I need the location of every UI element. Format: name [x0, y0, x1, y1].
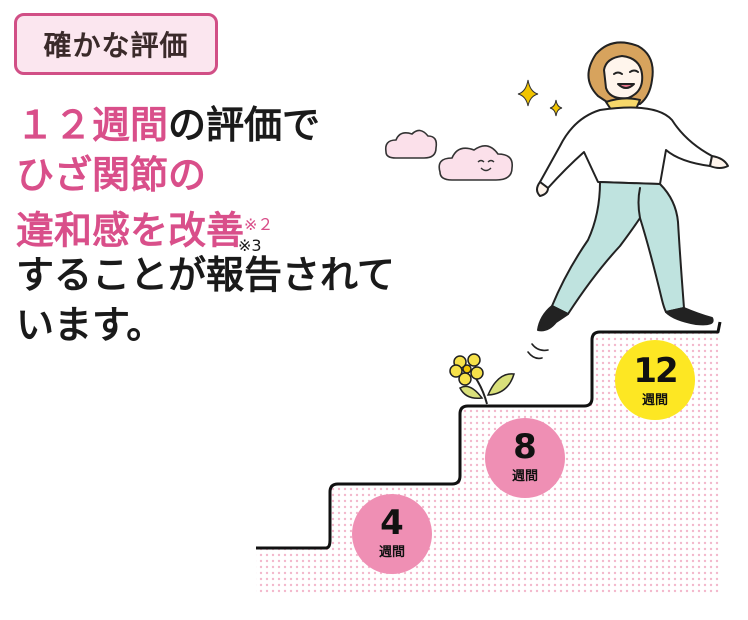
milestone-12-weeks: 12 週間 — [615, 340, 695, 420]
milestone-12-unit: 週間 — [642, 393, 668, 408]
headline-line-3: 違和感を改善※２ — [16, 200, 436, 253]
footnote-mark-3: ※3 — [238, 236, 262, 255]
headline-line-4-char: 告 — [244, 252, 283, 297]
headline-line-2: ひざ関節の — [16, 152, 207, 197]
headline-line-4-post: されて — [282, 252, 395, 297]
milestone-8-unit: 週間 — [512, 469, 538, 484]
headline-line-1-rest: の評価で — [168, 102, 321, 147]
milestone-8-circle — [485, 418, 565, 498]
smiling-cloud-icon — [438, 145, 514, 181]
headline-line-5: います。 — [16, 302, 165, 347]
section-badge: 確かな評価 — [14, 13, 218, 75]
headline-line-4-pre: することが報 — [16, 252, 245, 297]
headline-line-1: １２週間の評価で — [16, 100, 436, 150]
milestone-4-number: 4 — [380, 503, 404, 543]
footnote-mark-2: ※２ — [244, 215, 274, 234]
milestone-12-circle — [615, 340, 695, 420]
milestone-8-number: 8 — [513, 427, 537, 467]
sparkle-icon — [549, 99, 563, 117]
milestone-8-weeks: 8 週間 — [485, 418, 565, 498]
milestone-12-number: 12 — [633, 351, 676, 391]
walking-woman-illustration — [527, 41, 729, 360]
flower-icon — [449, 353, 515, 405]
headline-line-3-text: 違和感を改善 — [16, 207, 245, 253]
headline-weeks: １２週間 — [16, 102, 169, 147]
milestone-4-unit: 週間 — [379, 545, 405, 560]
milestone-4-circle — [352, 494, 432, 574]
sparkle-icon — [517, 79, 539, 107]
milestone-4-weeks: 4 週間 — [352, 494, 432, 574]
stairs-outline — [256, 321, 722, 550]
badge-label: 確かな評価 — [43, 29, 189, 62]
stairs-fill — [256, 332, 720, 594]
